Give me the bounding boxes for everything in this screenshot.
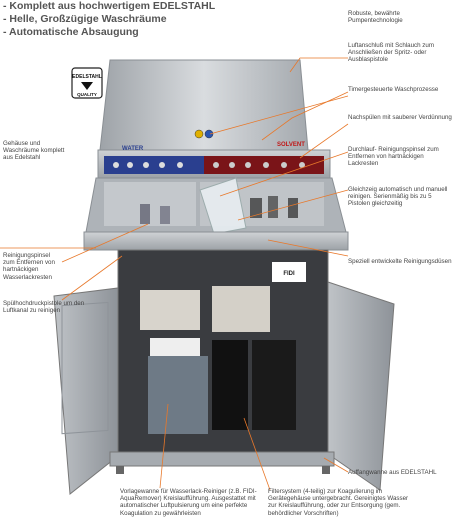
fidi-label [272, 262, 306, 282]
solvent-label: SOLVENT [277, 142, 305, 148]
auffang-tray [109, 451, 335, 467]
callout-timer: Timergesteuerte Waschprozesse [348, 86, 439, 93]
svg-text:EDELSTAHL: EDELSTAHL [72, 74, 102, 80]
callout-auffangwanne: Auffangwanne aus EDELSTAHL [348, 469, 437, 476]
foot-left [116, 466, 124, 474]
water-label: WATER [122, 146, 144, 152]
info-sticker-icon [204, 129, 214, 139]
white-bag [150, 338, 200, 356]
callout-filtersystem: Filtersystem (4-teilig) zur Koagulierung… [268, 488, 409, 517]
brand-text: FIDI [283, 271, 295, 277]
control-knobs[interactable] [113, 162, 305, 168]
callout-duesen: Speziell entwickelte Reinigungsdüsen [348, 258, 452, 265]
back-hood [99, 59, 309, 151]
vorlage-tank [148, 356, 208, 434]
bullet-2: - Helle, Großzügige Waschräume [3, 13, 167, 25]
callout-pumpe: Robuste, bewährte Pumpentechnologie [348, 10, 403, 25]
callout-luftanschluss: Luftanschluß mit Schlauch zum Anschließe… [348, 42, 434, 64]
foot-right [322, 466, 330, 474]
callout-gehaeuse: Gehäuse und Waschräume komplett aus Edel… [3, 140, 65, 162]
glass-lid[interactable] [199, 177, 247, 235]
edelstahl-quality-badge: EDELSTAHL QUALITY [71, 67, 103, 99]
callout-nachspuelen: Nachspülen mit sauberer Verdünnung [348, 114, 452, 121]
filter-unit-2 [252, 340, 296, 430]
bullet-3: - Automatische Absaugung [3, 26, 139, 38]
callout-durchlauf: Durchlauf- Reinigungspinsel zum Entferne… [348, 146, 439, 168]
right-door[interactable] [327, 281, 395, 491]
upper-right-container [212, 286, 270, 332]
upper-left-container [140, 290, 200, 330]
callout-spuelhoch: Spülhochdruckpistole um den Luftkanal zu… [3, 300, 85, 315]
callout-vorlagewanne: Vorlagewanne für Wasserlack-Reiniger (z.… [120, 488, 257, 517]
filter-unit-1 [212, 340, 248, 430]
left-door-vents [61, 301, 109, 435]
water-panel [104, 156, 204, 174]
bullet-1: - Komplett aus hochwertigem EDELSTAHL [3, 0, 216, 12]
spray-guns [140, 196, 298, 224]
feature-bullets: - Komplett aus hochwertigem EDELSTAHL - … [3, 0, 215, 39]
warning-sticker-icon [194, 129, 204, 139]
callout-lines [0, 57, 349, 491]
callout-gleichzeitig: Gleichzeig automatisch und manuell reini… [348, 186, 448, 208]
svg-text:QUALITY: QUALITY [77, 92, 97, 97]
callout-reinigungspinsel: Reinigungspinsel zum Entfernen von hartn… [3, 252, 55, 281]
